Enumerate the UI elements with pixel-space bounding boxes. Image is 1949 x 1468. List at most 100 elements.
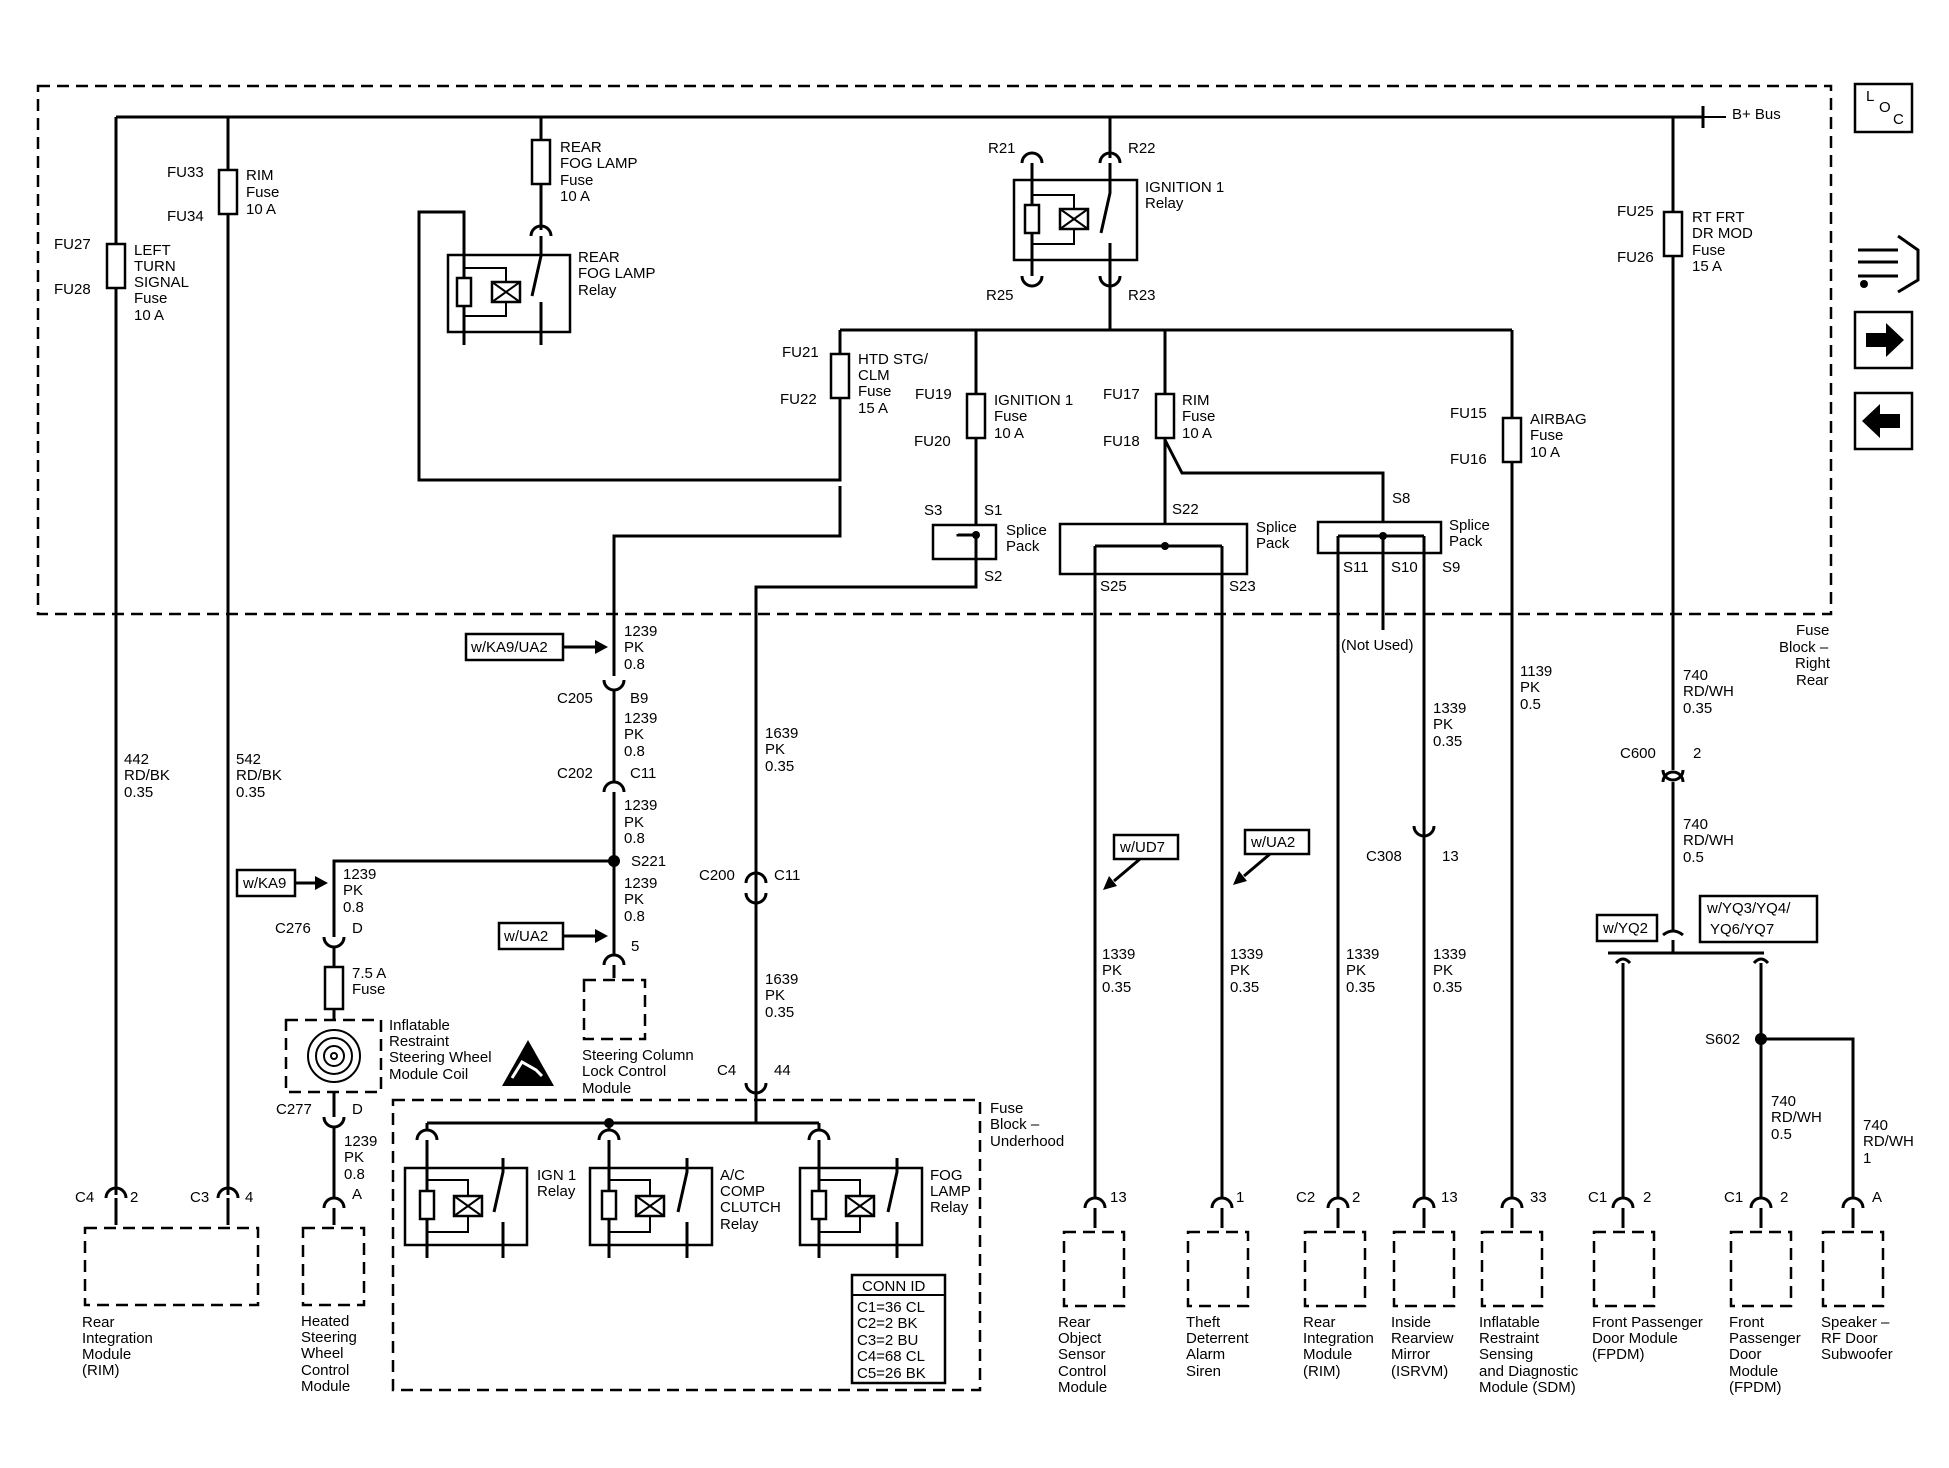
svg-text:TURN: TURN <box>134 258 176 275</box>
svg-text:A: A <box>352 1186 362 1203</box>
svg-text:Fuse: Fuse <box>246 184 279 201</box>
svg-text:IGN 1: IGN 1 <box>537 1167 576 1184</box>
svg-text:S10: S10 <box>1391 559 1418 576</box>
fuse-airbag <box>1501 416 1523 464</box>
svg-text:PK: PK <box>624 639 644 656</box>
svg-text:740: 740 <box>1683 816 1708 833</box>
svg-text:Fuse: Fuse <box>352 981 385 998</box>
svg-text:C308: C308 <box>1366 848 1402 865</box>
fuse-rim-b <box>1154 392 1176 440</box>
svg-text:FU25: FU25 <box>1617 203 1654 220</box>
fuse-rt-frt <box>1662 210 1684 258</box>
svg-text:LAMP: LAMP <box>930 1183 971 1200</box>
svg-text:Control: Control <box>1058 1363 1106 1380</box>
svg-text:C: C <box>1893 111 1904 128</box>
svg-text:0.35: 0.35 <box>236 784 265 801</box>
svg-text:S1: S1 <box>984 502 1002 519</box>
svg-text:Sensor: Sensor <box>1058 1346 1106 1363</box>
svg-text:1: 1 <box>1236 1189 1244 1206</box>
svg-text:C1: C1 <box>1724 1189 1743 1206</box>
fuse-block-rear-boundary <box>36 84 1833 616</box>
svg-text:Block –: Block – <box>990 1116 1040 1133</box>
svg-text:10 A: 10 A <box>994 425 1024 442</box>
svg-text:Rear: Rear <box>82 1314 115 1331</box>
svg-text:CONN ID: CONN ID <box>862 1278 926 1295</box>
svg-text:0.35: 0.35 <box>1346 979 1375 996</box>
svg-text:740: 740 <box>1863 1117 1888 1134</box>
svg-text:R23: R23 <box>1128 287 1156 304</box>
svg-text:C2=2 BK: C2=2 BK <box>857 1315 917 1332</box>
svg-text:0.8: 0.8 <box>624 656 645 673</box>
svg-text:Module: Module <box>582 1080 631 1097</box>
svg-text:PK: PK <box>344 1149 364 1166</box>
theft-deterrent-siren: 1 Theft Deterrent Alarm Siren <box>1186 1189 1249 1380</box>
svg-text:FU28: FU28 <box>54 281 91 298</box>
svg-text:0.5: 0.5 <box>1771 1126 1792 1143</box>
svg-text:0.8: 0.8 <box>624 908 645 925</box>
option-ua2-a <box>497 921 565 951</box>
svg-text:Underhood: Underhood <box>990 1133 1064 1150</box>
svg-text:C1=36 CL: C1=36 CL <box>857 1299 925 1316</box>
svg-text:Fuse: Fuse <box>560 172 593 189</box>
loc-icon[interactable]: L O C <box>1853 82 1914 134</box>
svg-text:SIGNAL: SIGNAL <box>134 274 189 291</box>
forward-arrow-icon[interactable] <box>1853 310 1914 370</box>
svg-text:Fuse: Fuse <box>858 383 891 400</box>
svg-text:(Not Used): (Not Used) <box>1341 637 1414 654</box>
option-yq2 <box>1595 913 1659 943</box>
svg-text:1639: 1639 <box>765 971 798 988</box>
svg-text:10 A: 10 A <box>1530 444 1560 461</box>
svg-text:R22: R22 <box>1128 140 1156 157</box>
svg-text:C5=26 BK: C5=26 BK <box>857 1365 926 1382</box>
svg-text:RD/WH: RD/WH <box>1683 683 1734 700</box>
svg-text:S11: S11 <box>1343 559 1369 576</box>
back-arrow-icon[interactable] <box>1853 391 1914 451</box>
svg-text:1239: 1239 <box>624 875 657 892</box>
svg-text:w/KA9: w/KA9 <box>242 875 286 892</box>
svg-text:1239: 1239 <box>624 710 657 727</box>
svg-text:S22: S22 <box>1172 501 1199 518</box>
svg-text:AIRBAG: AIRBAG <box>1530 411 1587 428</box>
svg-text:Steering: Steering <box>301 1329 357 1346</box>
svg-text:PK: PK <box>1433 962 1453 979</box>
svg-text:Rearview: Rearview <box>1391 1330 1454 1347</box>
svg-text:S25: S25 <box>1100 578 1127 595</box>
svg-text:REAR: REAR <box>560 139 602 156</box>
svg-text:740: 740 <box>1683 667 1708 684</box>
svg-text:IGNITION 1: IGNITION 1 <box>1145 179 1224 196</box>
svg-text:LEFT: LEFT <box>134 242 171 259</box>
svg-text:FU22: FU22 <box>780 391 817 408</box>
svg-text:0.35: 0.35 <box>1433 733 1462 750</box>
svg-text:w/KA9/UA2: w/KA9/UA2 <box>470 639 548 656</box>
svg-text:A: A <box>1872 1189 1882 1206</box>
svg-text:Module: Module <box>301 1378 350 1395</box>
svg-text:Pack: Pack <box>1449 533 1483 550</box>
svg-text:Wheel: Wheel <box>301 1345 344 1362</box>
svg-text:13: 13 <box>1441 1189 1458 1206</box>
svg-text:PK: PK <box>765 741 785 758</box>
svg-text:and Diagnostic: and Diagnostic <box>1479 1363 1579 1380</box>
svg-text:7.5 A: 7.5 A <box>352 965 386 982</box>
svg-text:C202: C202 <box>557 765 593 782</box>
svg-text:10 A: 10 A <box>246 201 276 218</box>
svg-text:CLUTCH: CLUTCH <box>720 1199 781 1216</box>
svg-text:IGNITION 1: IGNITION 1 <box>994 392 1073 409</box>
svg-text:O: O <box>1879 99 1891 116</box>
svg-text:(RIM): (RIM) <box>1303 1363 1341 1380</box>
svg-text:Siren: Siren <box>1186 1363 1221 1380</box>
connector-icon[interactable] <box>1858 234 1920 294</box>
svg-text:RIM: RIM <box>246 167 274 184</box>
svg-text:R25: R25 <box>986 287 1014 304</box>
svg-text:C11: C11 <box>774 867 800 884</box>
svg-text:FU26: FU26 <box>1617 249 1654 266</box>
svg-text:1339: 1339 <box>1102 946 1135 963</box>
svg-text:C3: C3 <box>190 1189 209 1206</box>
svg-text:C4=68 CL: C4=68 CL <box>857 1348 925 1365</box>
svg-text:C276: C276 <box>275 920 311 937</box>
svg-text:Inflatable: Inflatable <box>1479 1314 1540 1331</box>
option-ua2-b <box>1243 828 1311 856</box>
svg-text:FU18: FU18 <box>1103 433 1140 450</box>
fuse-rear-fog <box>530 138 552 186</box>
svg-text:1339: 1339 <box>1230 946 1263 963</box>
svg-text:1339: 1339 <box>1346 946 1379 963</box>
